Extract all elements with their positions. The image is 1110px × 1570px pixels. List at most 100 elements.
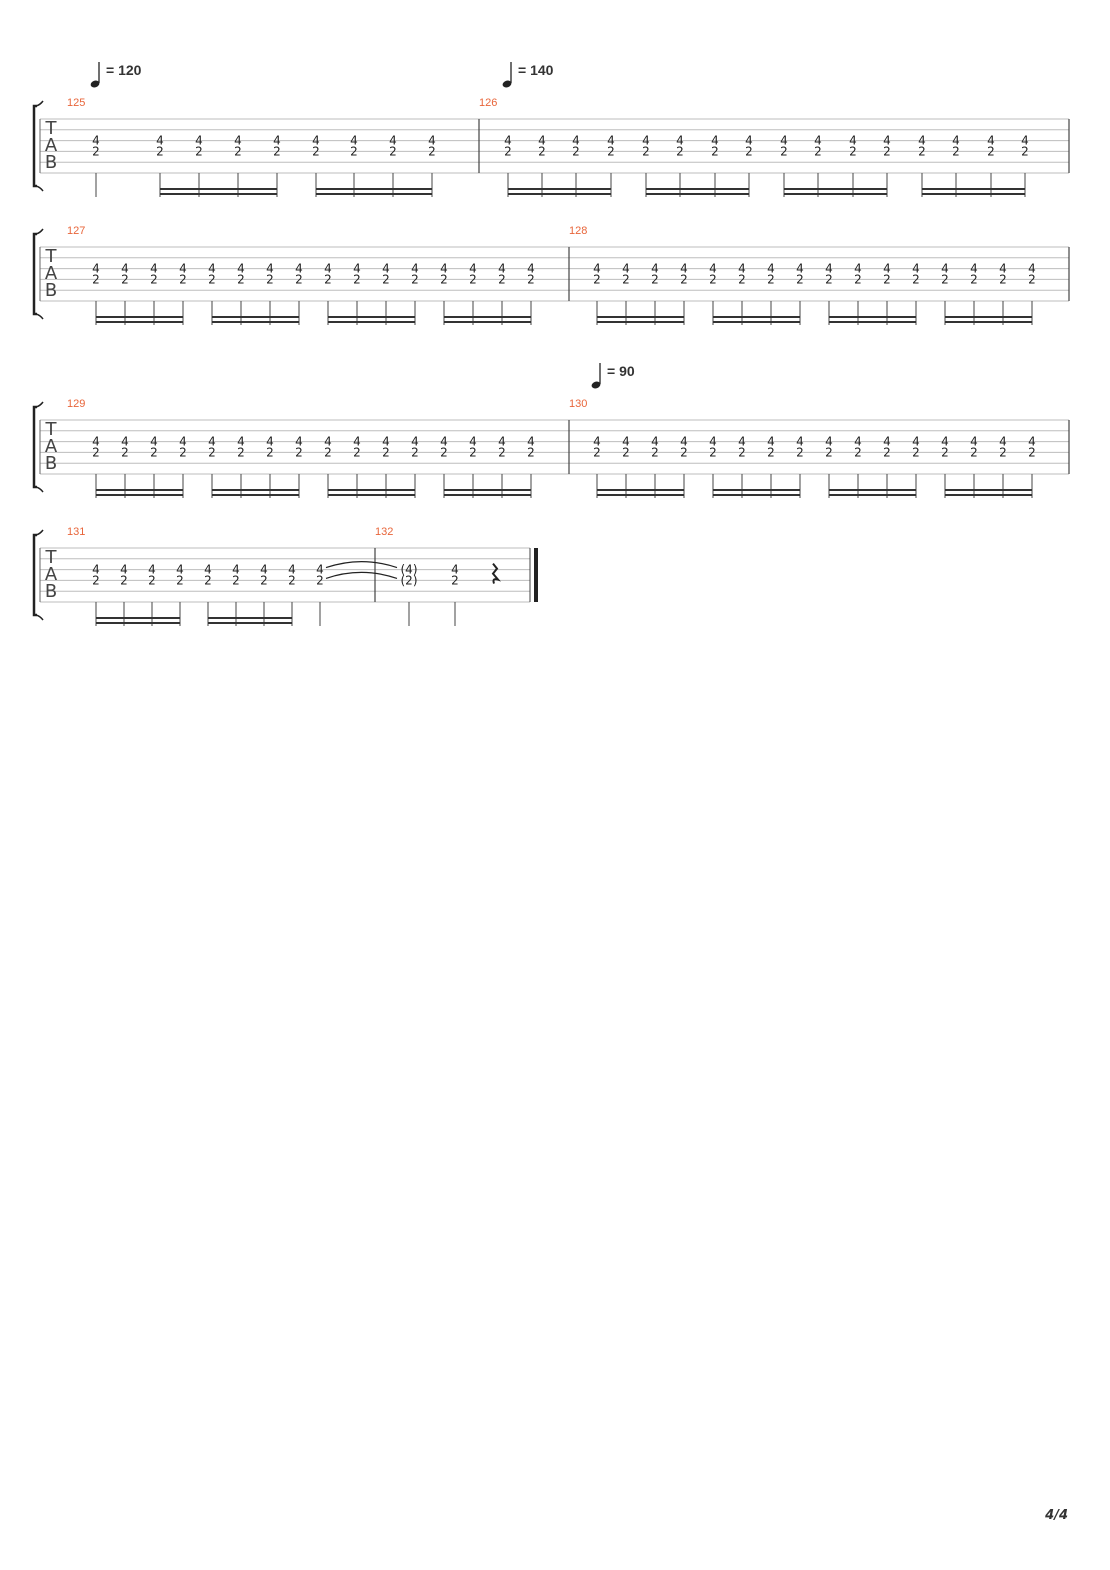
fret-number: 4: [469, 435, 477, 449]
fret-number: 2: [607, 144, 615, 158]
measure-number: 131: [67, 526, 85, 538]
fret-number: 2: [121, 445, 129, 459]
fret-number: 4: [918, 134, 926, 148]
fret-number: 2: [538, 144, 546, 158]
fret-number: 4: [389, 134, 397, 148]
fret-number: 4: [428, 134, 436, 148]
fret-number: 4: [651, 435, 659, 449]
fret-number: 4: [498, 262, 506, 276]
fret-number: 2: [952, 144, 960, 158]
fret-number: 2: [883, 445, 891, 459]
fret-number: 2: [711, 144, 719, 158]
fret-number: 2: [622, 445, 630, 459]
fret-number: 2: [709, 445, 717, 459]
fret-number: 4: [738, 262, 746, 276]
fret-number: 4: [92, 435, 100, 449]
fret-number: 4: [952, 134, 960, 148]
fret-number: 2: [676, 144, 684, 158]
measure-number: 129: [67, 398, 85, 410]
system-bracket: [32, 104, 37, 188]
tab-clef-letter: B: [45, 152, 57, 173]
fret-number: 2: [941, 272, 949, 286]
fret-number: 4: [883, 262, 891, 276]
fret-number: 4: [970, 435, 978, 449]
bracket-hook: [35, 529, 44, 621]
fret-number: 2: [912, 445, 920, 459]
fret-number: 2: [651, 272, 659, 286]
measure-number: 128: [569, 225, 587, 237]
fret-number: 2: [121, 272, 129, 286]
fret-number: 4: [642, 134, 650, 148]
tempo-bpm-label: = 90: [607, 363, 635, 379]
fret-number: 2: [237, 272, 245, 286]
fret-number: 2: [854, 445, 862, 459]
measure-number: 126: [479, 97, 497, 109]
tab-clef-letter: B: [45, 453, 57, 474]
fret-number: 2: [912, 272, 920, 286]
fret-number: 4: [854, 435, 862, 449]
quarter-note-icon: [502, 80, 512, 88]
fret-number: 2: [825, 272, 833, 286]
fret-number: 2: [92, 445, 100, 459]
fret-number: 4: [622, 262, 630, 276]
tempo-marking: = 90: [591, 363, 635, 389]
tab-clef-letter: A: [45, 263, 58, 284]
fret-number: 2: [382, 272, 390, 286]
fret-number: 2: [796, 272, 804, 286]
fret-number: 2: [288, 573, 296, 587]
tab-clef-letter: B: [45, 280, 57, 301]
fret-number: 2: [651, 445, 659, 459]
tempo-marking: = 140: [502, 62, 554, 88]
system-bracket: [32, 405, 37, 489]
tab-clef-letter: A: [45, 564, 58, 585]
fret-number: 2: [642, 144, 650, 158]
fret-number: 4: [825, 262, 833, 276]
fret-number: 4: [767, 262, 775, 276]
fret-number: 4: [854, 262, 862, 276]
quarter-rest-icon: [491, 562, 502, 584]
fret-number: 4: [350, 134, 358, 148]
fret-number: 2: [999, 445, 1007, 459]
fret-number: 2: [324, 445, 332, 459]
fret-number: 4: [266, 435, 274, 449]
fret-number: 4: [295, 435, 303, 449]
tempo-bpm-label: = 140: [518, 62, 554, 78]
fret-number: 4: [738, 435, 746, 449]
fret-number: 4: [316, 563, 324, 577]
fret-number: 2: [593, 272, 601, 286]
measure-number: 127: [67, 225, 85, 237]
fret-number: 2: [825, 445, 833, 459]
fret-number: 2: [738, 272, 746, 286]
fret-number: 2: [266, 445, 274, 459]
fret-number: 4: [607, 134, 615, 148]
fret-number: 4: [353, 262, 361, 276]
fret-number: 4: [411, 262, 419, 276]
fret-number: 4: [498, 435, 506, 449]
fret-number: 4: [999, 435, 1007, 449]
fret-number: 4: [796, 435, 804, 449]
fret-number: 2: [120, 573, 128, 587]
fret-number: 2: [295, 272, 303, 286]
fret-number: 2: [1028, 272, 1036, 286]
fret-number: 2: [389, 144, 397, 158]
fret-number: 4: [324, 262, 332, 276]
fret-number: 2: [814, 144, 822, 158]
fret-number: 2: [941, 445, 949, 459]
fret-number: 4: [780, 134, 788, 148]
quarter-note-icon: [591, 381, 601, 389]
fret-number: 2: [156, 144, 164, 158]
fret-number: 4: [883, 435, 891, 449]
fret-number: 4: [1021, 134, 1029, 148]
fret-number: 4: [825, 435, 833, 449]
fret-number: 2: [324, 272, 332, 286]
fret-number: 2: [411, 272, 419, 286]
fret-number: 4: [234, 134, 242, 148]
fret-number: 2: [266, 272, 274, 286]
fret-number: 4: [324, 435, 332, 449]
measure-number: 130: [569, 398, 587, 410]
fret-number: 2: [1021, 144, 1029, 158]
fret-number: 4: [208, 262, 216, 276]
fret-number: 4: [312, 134, 320, 148]
